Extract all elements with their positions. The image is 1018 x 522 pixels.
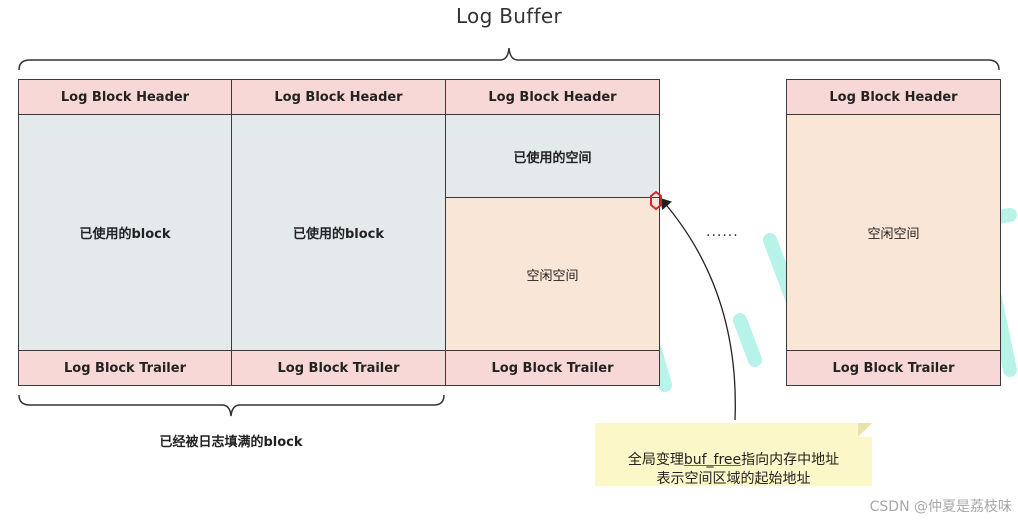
diagram-title: Log Buffer <box>455 4 563 28</box>
used-space-region: 已使用的空间 <box>446 115 659 198</box>
free-space-region: 空闲空间 <box>787 115 1000 350</box>
note-fold-corner <box>858 423 872 437</box>
block-header: Log Block Header <box>446 80 659 115</box>
buf-free-variable: buf_free <box>683 452 742 468</box>
watermark-text: CSDN @仲夏是荔枝味 <box>869 499 1012 515</box>
free-space-region: 空闲空间 <box>446 198 659 350</box>
block-trailer: Log Block Trailer <box>232 350 445 385</box>
block-trailer: Log Block Trailer <box>446 350 659 385</box>
note-line-1-prefix: 全局变理 <box>627 452 684 468</box>
note-line-1-suffix: 指向内存中地址 <box>741 452 840 468</box>
log-block-3: Log Block Header 已使用的空间 空闲空间 Log Block T… <box>445 79 660 386</box>
block-trailer: Log Block Trailer <box>787 350 1000 385</box>
ellipsis: ...... <box>706 224 739 240</box>
log-block-2: Log Block Header 已使用的block Log Block Tra… <box>231 79 446 386</box>
block-trailer: Log Block Trailer <box>19 350 231 385</box>
note-line-2: 表示空间区域的起始地址 <box>656 471 811 487</box>
used-block-body: 已使用的block <box>232 115 445 350</box>
pointer-arrow <box>660 198 736 421</box>
note-line-1: 全局变理buf_free指向内存中地址 <box>595 451 872 470</box>
block-header: Log Block Header <box>19 80 231 115</box>
block-header: Log Block Header <box>232 80 445 115</box>
block-header: Log Block Header <box>787 80 1000 115</box>
filled-blocks-label: 已经被日志填满的block <box>159 435 303 450</box>
free-pointer-marker-icon <box>650 190 662 211</box>
buf-free-note: 全局变理buf_free指向内存中地址 表示空间区域的起始地址 <box>595 423 872 487</box>
log-block-4: Log Block Header 空闲空间 Log Block Trailer <box>786 79 1001 386</box>
used-block-body: 已使用的block <box>19 115 231 350</box>
